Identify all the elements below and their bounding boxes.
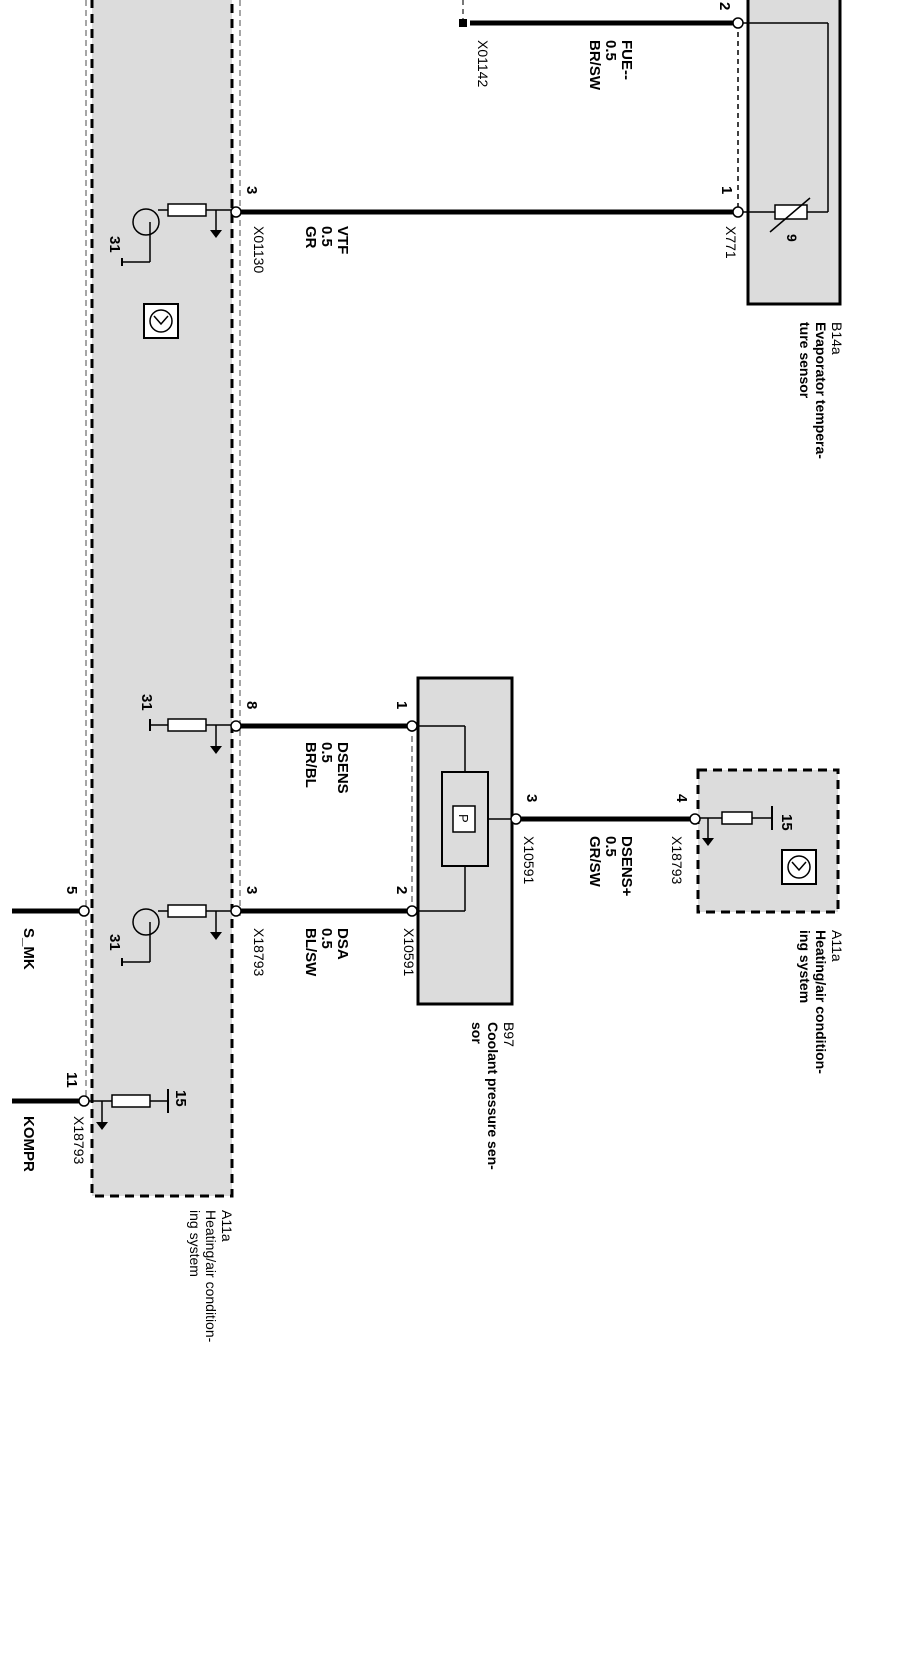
ground-arrow-icon: [702, 838, 714, 846]
a11a-main-name-1: Heating/air condition-: [203, 1210, 219, 1343]
pin-s-mk: 5: [63, 886, 80, 894]
a11a-small-module: 15: [692, 768, 840, 914]
thermistor-icon: [774, 204, 808, 220]
pin-kompr: 11: [63, 1072, 80, 1088]
dsensp-signal: DSENS+: [618, 836, 635, 897]
fue-connector: X01142: [475, 40, 491, 87]
ground-31-label-1: 31: [106, 236, 123, 253]
b14a-name-1: Evaporator tempera-: [813, 322, 829, 459]
pin-dsens-sensor: 1: [393, 701, 410, 709]
control-unit-icon: [781, 849, 817, 885]
component-captions: B14a Evaporator tempera- ture sensor B97…: [187, 322, 845, 1343]
pin-dsa-sensor: 2: [393, 886, 410, 894]
ground-31-label-2: 31: [138, 694, 155, 711]
dsensp-gauge: 0.5: [602, 836, 619, 857]
pressure-symbol-icon: [452, 805, 476, 833]
pin-vtf-a11a: 3: [243, 186, 260, 194]
b14a-symbol: 9: [784, 234, 800, 242]
wires: [12, 0, 738, 1104]
pin-dsa-a11a: 3: [243, 886, 260, 894]
ground-31-label-3: 31: [106, 934, 123, 951]
kompr-signal: KOMPR: [20, 1116, 37, 1172]
a11a-main-name-2: ing system: [187, 1210, 203, 1277]
wire-labels: FUE-- 0.5 BR/SW X01142 VTF 0.5 GR X01130…: [20, 40, 739, 1172]
pin-numbers: 2 3 1 8 1 3 4 3 2 5 11: [63, 2, 735, 1088]
supply-15-label-main: 15: [172, 1090, 189, 1107]
vtf-signal: VTF: [334, 226, 351, 254]
fue-signal: FUE--: [618, 40, 635, 80]
a11a-main-id: A11a: [219, 1210, 235, 1242]
dsa-connector-sensor: X10591: [401, 928, 417, 976]
dsa-color: BL/SW: [302, 928, 319, 977]
b97-symbol: P: [456, 814, 471, 823]
transistor-icon: [132, 208, 160, 236]
fue-gauge: 0.5: [602, 40, 619, 61]
b14a-id: B14a: [829, 322, 845, 355]
vtf-gauge: 0.5: [318, 226, 335, 247]
dsa-gauge: 0.5: [318, 928, 335, 949]
dsensp-connector-sensor: X10591: [521, 836, 537, 884]
b97-id: B97: [501, 1022, 517, 1047]
supply-15-label: 15: [778, 814, 795, 831]
dsensp-color: GR/SW: [586, 836, 603, 888]
kompr-connector: X18793: [71, 1116, 87, 1164]
a11a-main-module: [85, 0, 241, 1198]
b14a-evaporator-sensor: 9: [737, 0, 842, 306]
s-mk-signal: S_MK: [20, 928, 37, 970]
pin-dsensp-a11a: 4: [673, 794, 690, 803]
pin-dsensp-sensor: 3: [523, 794, 540, 802]
b97-coolant-pressure-sensor: P: [410, 676, 514, 1006]
dsens-gauge: 0.5: [318, 742, 335, 763]
a11a-internal-circuits: 31 31 31 15: [86, 203, 232, 1130]
dsensp-connector-a11a: X18793: [669, 836, 685, 884]
pin-dsens-a11a: 8: [243, 701, 260, 709]
vtf-connector-sensor: X771: [723, 226, 739, 259]
pin-vtf-sensor: 1: [718, 186, 735, 194]
control-unit-icon: [143, 303, 179, 339]
a11a-small-id: A11a: [829, 930, 845, 962]
vtf-color: GR: [302, 226, 319, 249]
b97-name-1: Coolant pressure sen-: [485, 1022, 501, 1170]
transistor-icon: [132, 908, 160, 936]
dsa-signal: DSA: [334, 928, 351, 960]
b97-name-2: sor: [469, 1022, 485, 1044]
connector-pins: [78, 17, 744, 1107]
dsa-connector-a11a: X18793: [251, 928, 267, 976]
b14a-name-2: ture sensor: [797, 322, 813, 399]
a11a-small-name-2: ing system: [797, 930, 813, 1003]
dsens-signal: DSENS: [334, 742, 351, 794]
a11a-small-name-1: Heating/air condition-: [813, 930, 829, 1074]
vtf-connector-a11a: X01130: [251, 226, 267, 273]
pin-fue-sensor: 2: [716, 2, 733, 10]
dsens-color: BR/BL: [302, 742, 319, 788]
fue-color: BR/SW: [586, 40, 603, 91]
